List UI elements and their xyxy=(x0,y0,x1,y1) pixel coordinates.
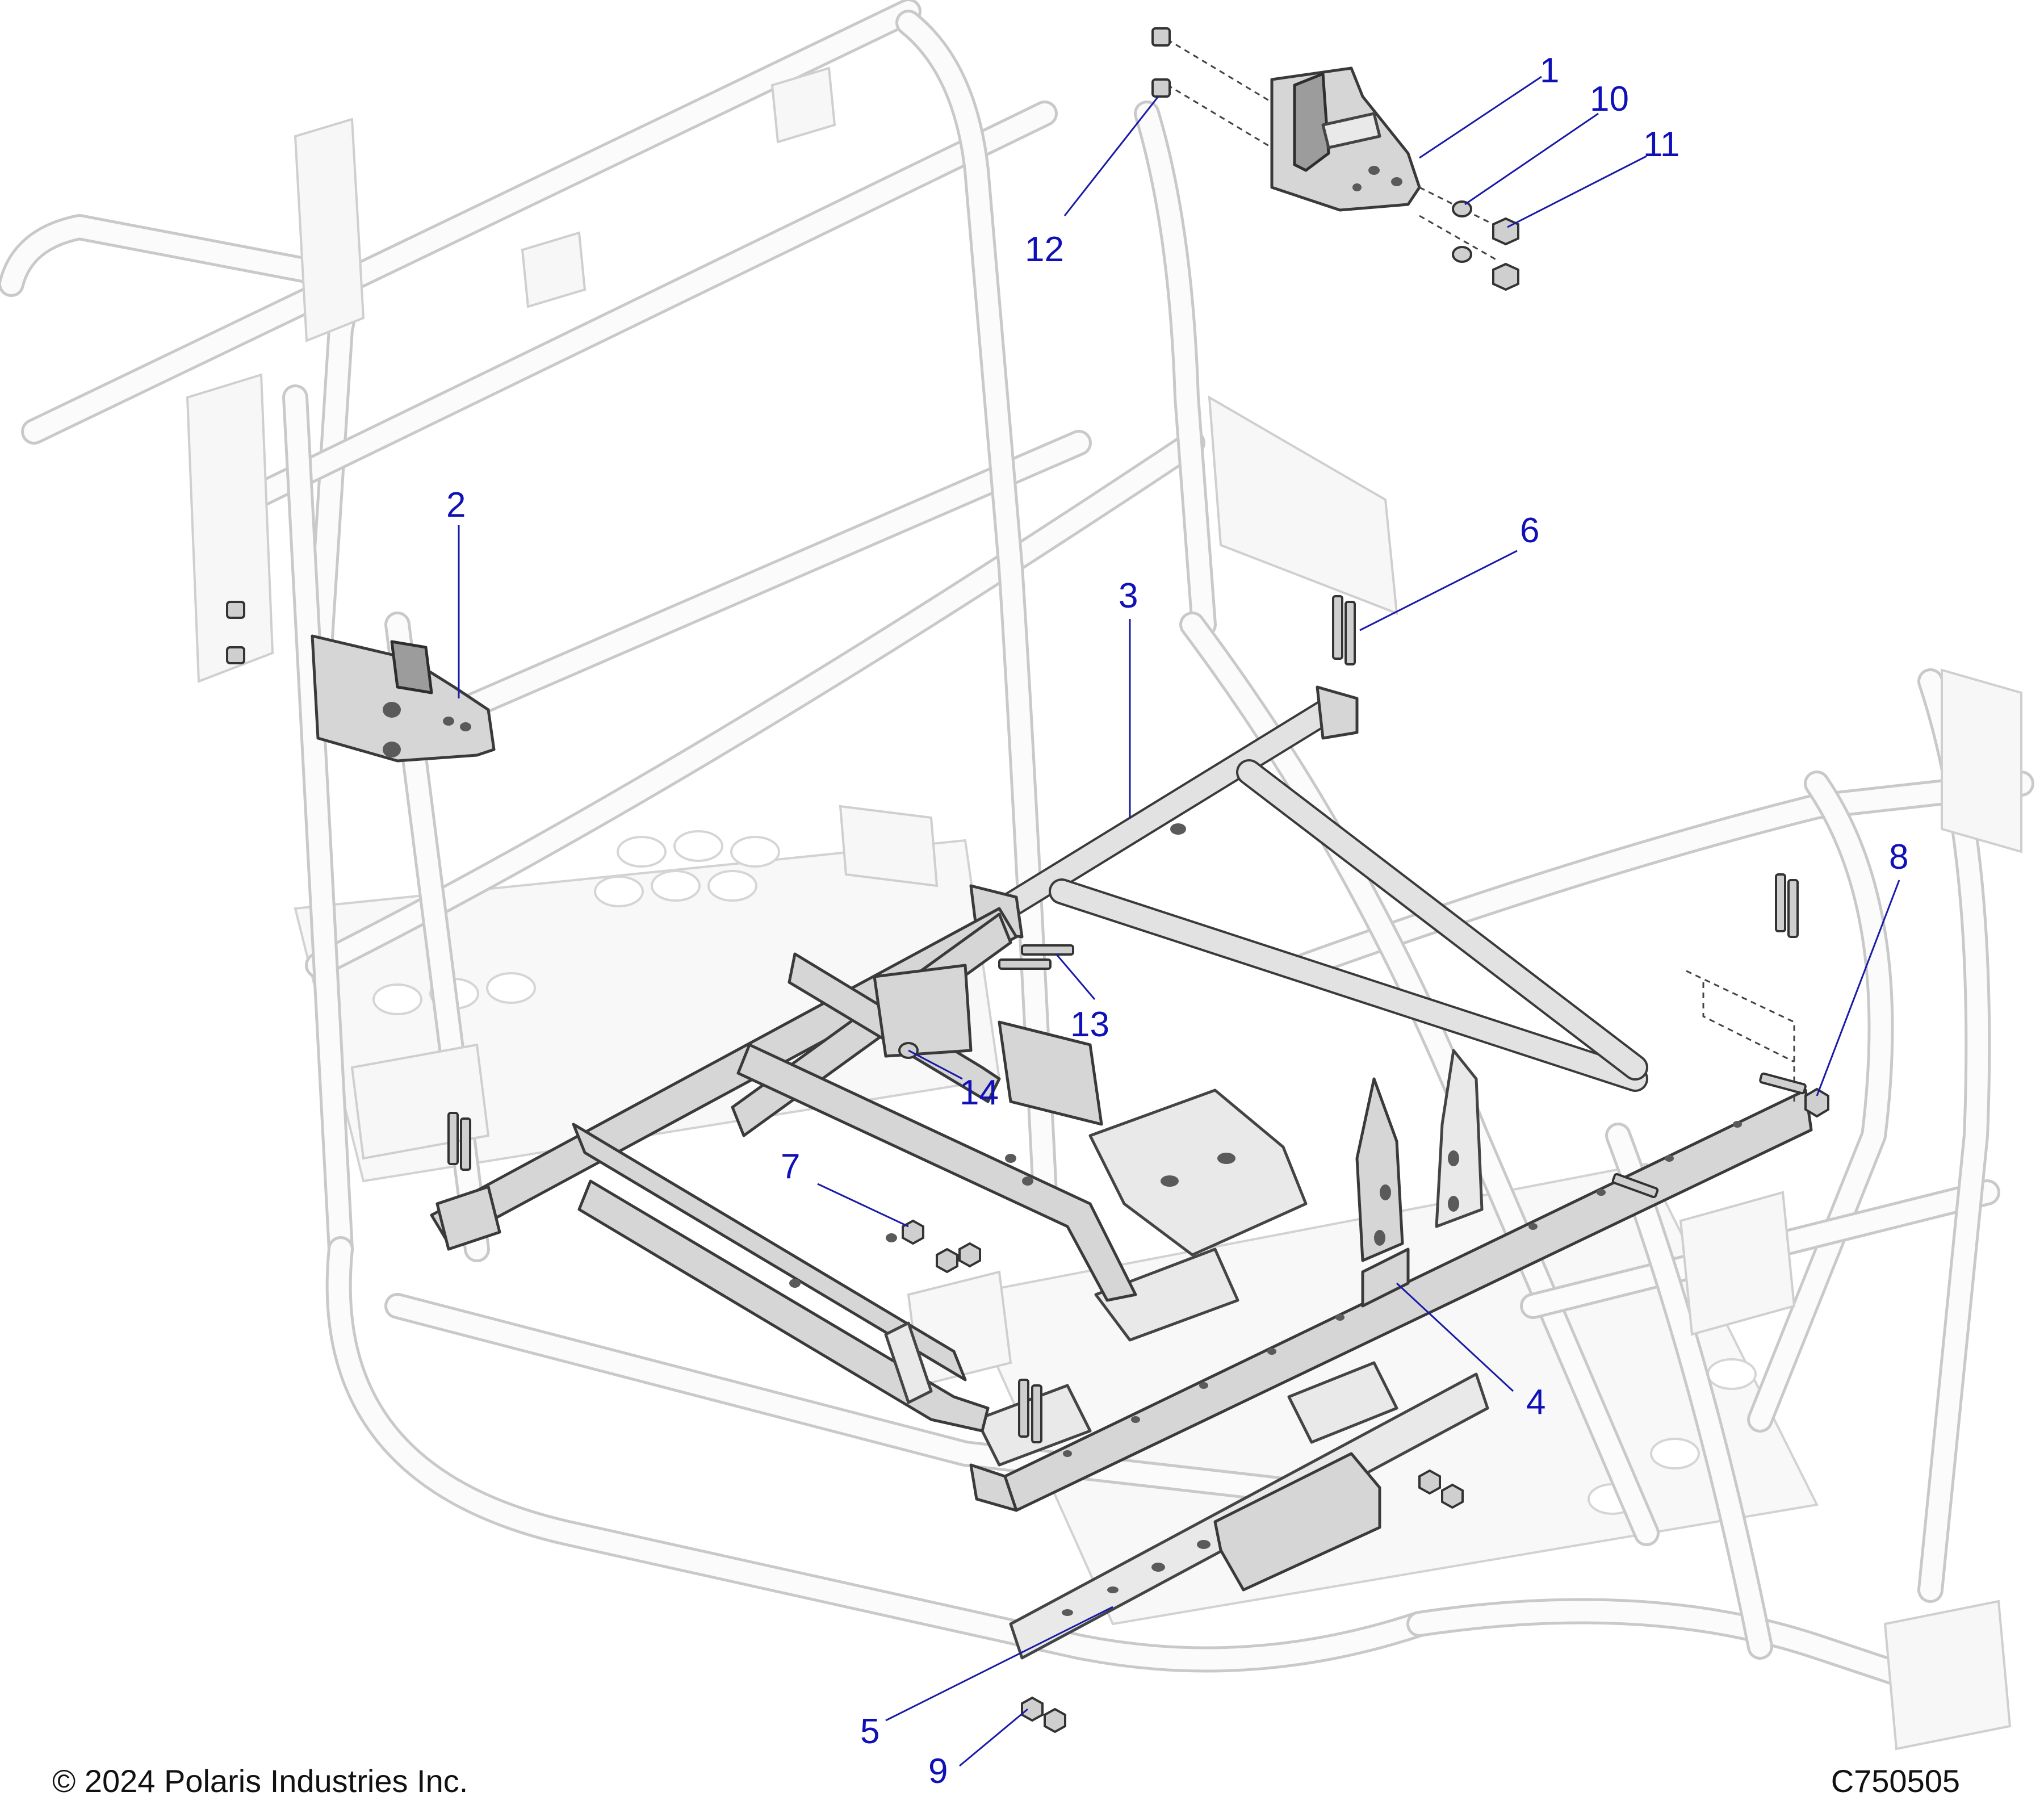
callout-12: 12 xyxy=(1025,230,1064,269)
callout-labels: 1 2 3 4 5 6 7 8 9 10 11 12 13 14 xyxy=(446,51,1908,1791)
leader-8 xyxy=(1816,880,1900,1096)
leader-11 xyxy=(1507,155,1647,228)
floor-holes xyxy=(372,830,1757,1515)
callout-11: 11 xyxy=(1643,125,1679,164)
leader-6 xyxy=(1359,550,1518,631)
leader-14 xyxy=(908,1049,963,1080)
callout-8: 8 xyxy=(1889,838,1908,877)
leader-5 xyxy=(885,1606,1113,1722)
bolt-8-head xyxy=(1804,1087,1829,1118)
washer-upper xyxy=(1452,200,1472,217)
washer-lower xyxy=(1452,246,1472,263)
fastener-7c xyxy=(958,1242,981,1268)
part-1-right-seat-bracket xyxy=(1270,66,1421,212)
bolt-center-b xyxy=(1031,1384,1042,1443)
stud-upper xyxy=(1151,27,1171,47)
nut-upper xyxy=(1492,217,1519,246)
callout-14: 14 xyxy=(960,1073,999,1112)
leader-9 xyxy=(959,1708,1028,1767)
leader-13 xyxy=(1055,953,1096,1000)
center-bracket-assembly xyxy=(998,1020,1308,1257)
leader-4 xyxy=(1396,1282,1514,1392)
fastener-5b xyxy=(1441,1483,1464,1509)
fastener-7a xyxy=(902,1219,924,1245)
pin-13a xyxy=(1021,944,1074,956)
seat-slider-rails xyxy=(430,907,1137,1433)
stud-lower xyxy=(1151,78,1171,98)
bolt-6a xyxy=(1332,595,1343,660)
callout-6: 6 xyxy=(1520,511,1539,550)
leader-12 xyxy=(1063,96,1159,216)
part-5-front-mount-plate xyxy=(1009,1361,1489,1660)
callout-1: 1 xyxy=(1540,51,1559,90)
nut-lower xyxy=(1492,262,1519,291)
part-1-hardware xyxy=(1151,27,1519,291)
frame-plates xyxy=(186,66,2022,1751)
pin-13b xyxy=(998,958,1052,970)
callout-9: 9 xyxy=(928,1752,948,1791)
part-2-left-seat-bracket xyxy=(226,601,496,763)
fastener-9b xyxy=(1044,1707,1066,1734)
bolt-8a xyxy=(1775,873,1786,932)
leader-7 xyxy=(817,1183,909,1228)
part-3-seat-base-frame xyxy=(969,685,1648,1092)
bolt-6b xyxy=(1344,601,1356,665)
fastener-9a xyxy=(1021,1696,1044,1722)
loose-fasteners xyxy=(447,595,1829,1734)
bolt-8b xyxy=(1787,879,1799,938)
callout-3: 3 xyxy=(1119,576,1138,616)
callout-13: 13 xyxy=(1070,1005,1109,1044)
fastener-5a xyxy=(1418,1469,1441,1495)
bolt-center-a xyxy=(1018,1379,1029,1438)
callout-4: 4 xyxy=(1526,1383,1545,1422)
callout-10: 10 xyxy=(1590,79,1629,119)
callout-2: 2 xyxy=(446,485,466,525)
callout-5: 5 xyxy=(860,1712,879,1751)
copyright-notice: © 2024 Polaris Industries Inc. xyxy=(52,1763,468,1799)
leader-lines xyxy=(458,76,1900,1767)
callout-7: 7 xyxy=(781,1147,800,1186)
drawing-number: C750505 xyxy=(1831,1763,1960,1799)
part-4-seat-riser-frame xyxy=(969,970,1813,1512)
leader-1 xyxy=(1419,76,1542,159)
leader-10 xyxy=(1464,112,1599,206)
fastener-7b xyxy=(936,1247,958,1274)
